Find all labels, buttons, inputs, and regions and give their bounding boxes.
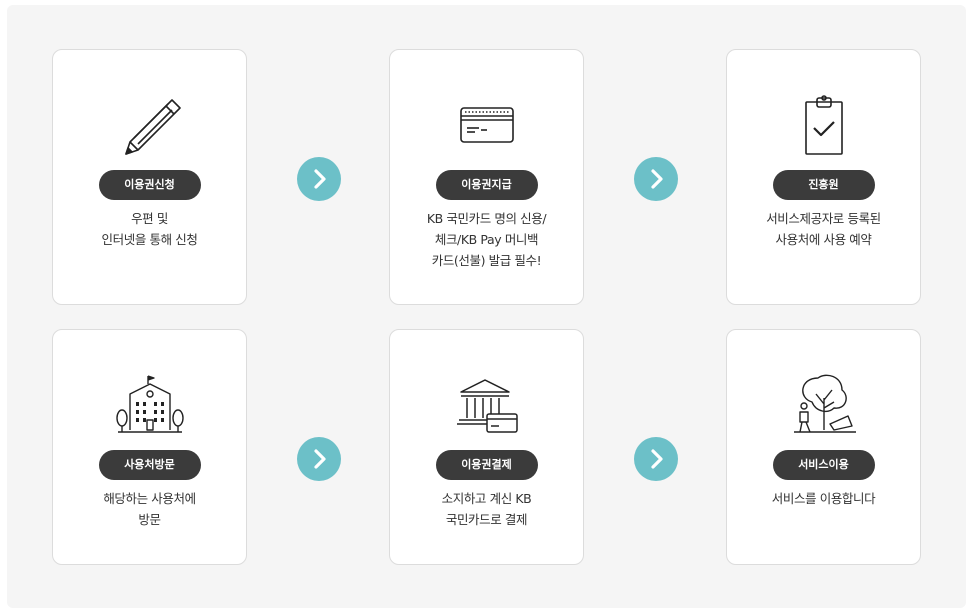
step-label: 이용권결제 bbox=[435, 450, 538, 480]
step-description: 서비스를 이용합니다 bbox=[733, 488, 914, 509]
step-description: KB 국민카드 명의 신용/ 체크/KB Pay 머니백 카드(선불) 발급 필… bbox=[396, 208, 577, 271]
step-card-use: 서비스이용 서비스를 이용합니다 bbox=[726, 329, 921, 565]
step-description: 우편 및 인터넷을 통해 신청 bbox=[59, 208, 240, 250]
step-card-payment: 이용권결제 소지하고 계신 KB 국민카드로 결제 bbox=[389, 329, 584, 565]
chevron-right-icon bbox=[634, 437, 678, 481]
step-label: 진흥원 bbox=[772, 170, 875, 200]
bank-card-icon bbox=[451, 372, 523, 438]
school-building-icon bbox=[114, 372, 186, 438]
desc-line: 우편 및 bbox=[131, 211, 168, 226]
desc-line: 방문 bbox=[138, 512, 161, 527]
step-card-visit: 사용처방문 해당하는 사용처에 방문 bbox=[52, 329, 247, 565]
chevron-right-icon bbox=[634, 157, 678, 201]
desc-line: 사용처에 사용 예약 bbox=[775, 232, 872, 247]
step-label: 사용처방문 bbox=[98, 450, 201, 480]
desc-line: 국민카드로 결제 bbox=[445, 512, 528, 527]
desc-line: 인터넷을 통해 신청 bbox=[101, 232, 198, 247]
chevron-right-icon bbox=[297, 157, 341, 201]
step-description: 해당하는 사용처에 방문 bbox=[59, 488, 240, 530]
desc-line: KB 국민카드 명의 신용/ bbox=[426, 211, 547, 226]
step-card-issue: 이용권지급 KB 국민카드 명의 신용/ 체크/KB Pay 머니백 카드(선불… bbox=[389, 49, 584, 305]
desc-line: 카드(선불) 발급 필수! bbox=[431, 253, 542, 268]
step-card-apply: 이용권신청 우편 및 인터넷을 통해 신청 bbox=[52, 49, 247, 305]
step-label: 이용권신청 bbox=[98, 170, 201, 200]
card-icon bbox=[451, 94, 523, 160]
step-description: 서비스제공자로 등록된 사용처에 사용 예약 bbox=[733, 208, 914, 250]
step-label: 서비스이용 bbox=[772, 450, 875, 480]
chevron-right-icon bbox=[297, 437, 341, 481]
pencil-icon bbox=[114, 94, 186, 160]
desc-line: 서비스를 이용합니다 bbox=[771, 491, 876, 506]
step-label: 이용권지급 bbox=[435, 170, 538, 200]
desc-line: 해당하는 사용처에 bbox=[103, 491, 196, 506]
park-bench-icon bbox=[788, 372, 860, 438]
desc-line: 소지하고 계신 KB bbox=[441, 491, 532, 506]
clipboard-check-icon bbox=[788, 94, 860, 160]
step-card-agency: 진흥원 서비스제공자로 등록된 사용처에 사용 예약 bbox=[726, 49, 921, 305]
desc-line: 체크/KB Pay 머니백 bbox=[434, 232, 539, 247]
step-description: 소지하고 계신 KB 국민카드로 결제 bbox=[396, 488, 577, 530]
desc-line: 서비스제공자로 등록된 bbox=[766, 211, 881, 226]
